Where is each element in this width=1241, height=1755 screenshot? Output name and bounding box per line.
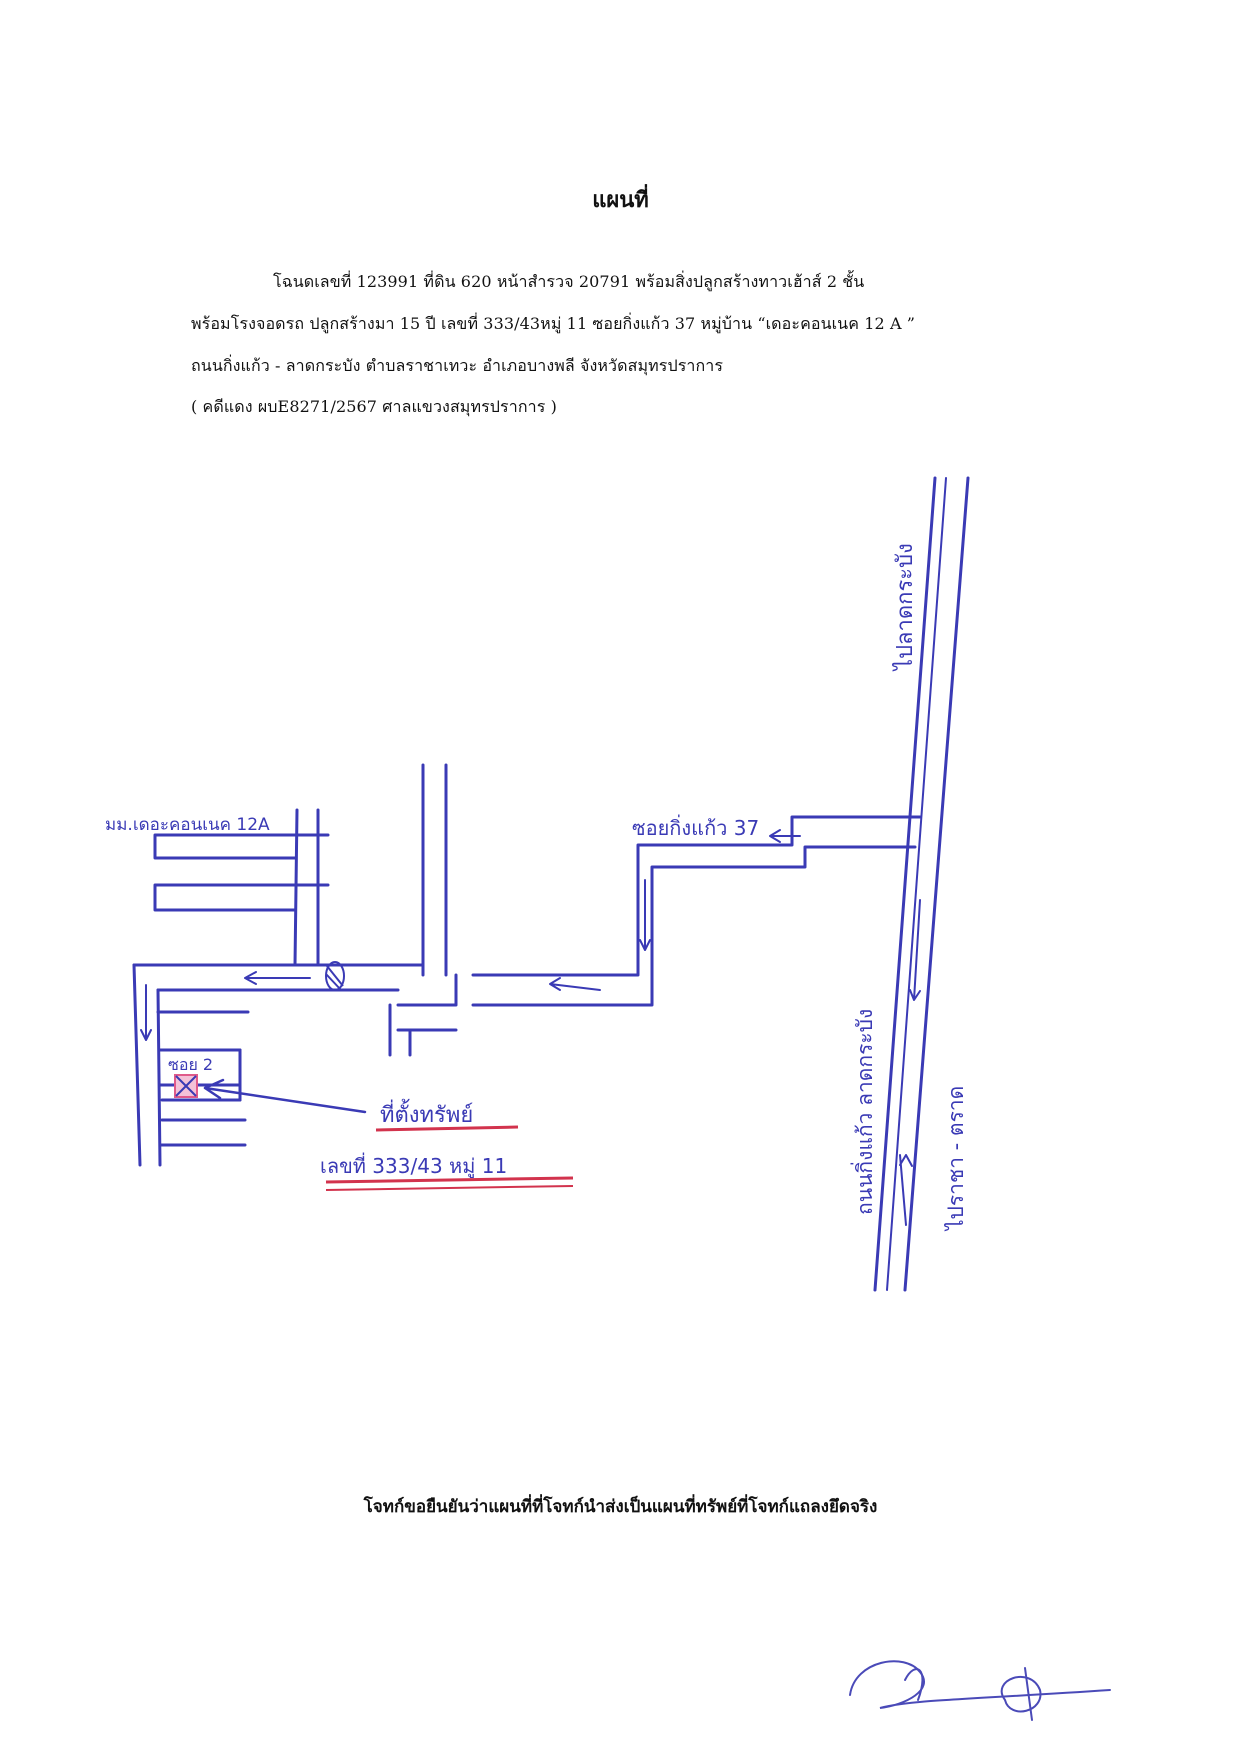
soi37-arrow-down [639,879,651,951]
soi37-south-edge [471,845,917,1007]
address-underline [325,1176,574,1184]
label-property-address: เลขที่ 333/43 หมู่ 11 [320,1152,507,1179]
village-arrow-down [140,984,152,1041]
description-line-4: ( คดีแดง ผบE8271/2567 ศาลแขวงสมุทรปราการ… [191,397,557,416]
property-marker-cross [175,1075,197,1097]
village-col-outer [132,963,142,1167]
description-line-1: โฉนดเลขที่ 123991 ที่ดิน 620 หน้าสำรวจ 2… [273,272,865,291]
inner-stub-1 [396,973,458,1007]
property-underline [375,1125,519,1132]
signature-mark [849,1660,1111,1721]
label-road-name: ถนนกิ่งแก้ว ลาดกระบัง [850,1009,877,1215]
address-underline-2 [325,1185,574,1191]
village-upper-1 [153,833,330,860]
village-col-inner [156,988,162,1167]
page-title: แผนที่ [592,187,649,213]
soi37-north-edge [471,815,922,977]
label-village: มม.เดอะคอนเนค 12A [105,815,270,835]
main-road-arrow-up-2 [899,1154,913,1226]
village-upper-2 [153,883,330,912]
label-property: ที่ตั้งทรัพย์ [380,1099,473,1128]
village-upper-col-a [293,808,299,967]
confirmation-statement: โจทก์ขอยืนยันว่าแผนที่ที่โจทก์นำส่งเป็นแ… [363,1497,878,1517]
soi37-arrow-left-2 [549,977,601,991]
main-road-divider [886,477,947,1291]
main-road-east-edge [903,476,970,1292]
description-line-3: ถนนกิ่งแก้ว - ลาดกระบัง ตำบลราชาเทวะ อำเ… [191,356,724,375]
description-line-2: พร้อมโรงจอดรถ ปลูกสร้างมา 15 ปี เลขที่ 3… [191,314,916,333]
culvert-mark [325,961,345,991]
label-to-lat-krabang: ไปลาดกระบัง [892,543,918,672]
main-road-arrow-up-1 [909,899,921,1001]
property-pointer-arrow [203,1078,367,1114]
label-soi-kingkaew-37: ซอยกิ่งแก้ว 37 [632,814,759,840]
soi37-arrow-left [769,829,801,843]
label-soi-2: ซอย 2 [168,1055,213,1074]
village-road-arrow [244,971,311,985]
main-road-west-edge [873,476,937,1292]
label-to-rachathewa: ไปราชา - ตราด [944,1086,968,1232]
